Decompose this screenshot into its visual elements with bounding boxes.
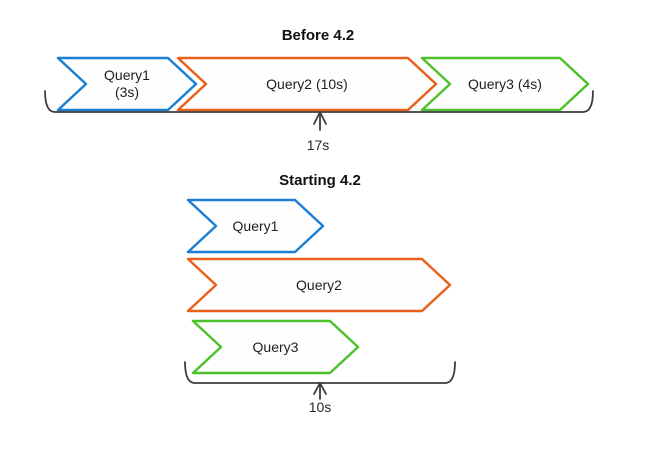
before-section-title: Before 4.2 <box>281 27 355 44</box>
chevron-shape-blue <box>186 198 325 254</box>
starting-section-title: Starting 4.2 <box>279 172 361 189</box>
chevron-label: Query1 <box>186 198 325 254</box>
chevron-label-text: Query1 <box>232 217 279 234</box>
brace-pointer <box>313 111 327 131</box>
chevron-shape-orange <box>176 56 438 112</box>
chevron-label-text: Query2 (10s) <box>266 75 348 92</box>
chevron-label: Query2 (10s) <box>176 56 438 112</box>
starting-total-label: 10s <box>308 399 332 415</box>
chevron-shape-blue <box>56 56 198 112</box>
chevron-label-text: Query3 (4s) <box>468 75 542 92</box>
starting-total-brace <box>184 361 456 400</box>
chevron-starting-query2: Query2 <box>186 257 452 313</box>
chevron-before-query3: Query3 (4s) <box>420 56 590 112</box>
chevron-starting-query1: Query1 <box>186 198 325 254</box>
before-total-brace <box>44 90 594 131</box>
chevron-label: Query2 <box>186 257 452 313</box>
chevron-label: Query3 (4s) <box>420 56 590 112</box>
chevron-shape-green <box>191 319 360 375</box>
chevron-before-query1: Query1 (3s) <box>56 56 198 112</box>
chevron-label: Query1 (3s) <box>56 56 198 112</box>
brace-line <box>184 361 456 384</box>
chevron-before-query2: Query2 (10s) <box>176 56 438 112</box>
chevron-starting-query3: Query3 <box>191 319 360 375</box>
chevron-label: Query3 <box>191 319 360 375</box>
chevron-label-text: Query3 <box>252 338 299 355</box>
before-total-label: 17s <box>306 137 330 153</box>
chevron-shape-orange <box>186 257 452 313</box>
chevron-label-text: Query2 <box>296 276 342 293</box>
chevron-label-line2: (3s) <box>114 84 140 100</box>
brace-pointer <box>313 382 327 400</box>
chevron-shape-green <box>420 56 590 112</box>
brace-line <box>44 90 594 113</box>
chevron-label-line1: Query1 <box>104 67 150 83</box>
